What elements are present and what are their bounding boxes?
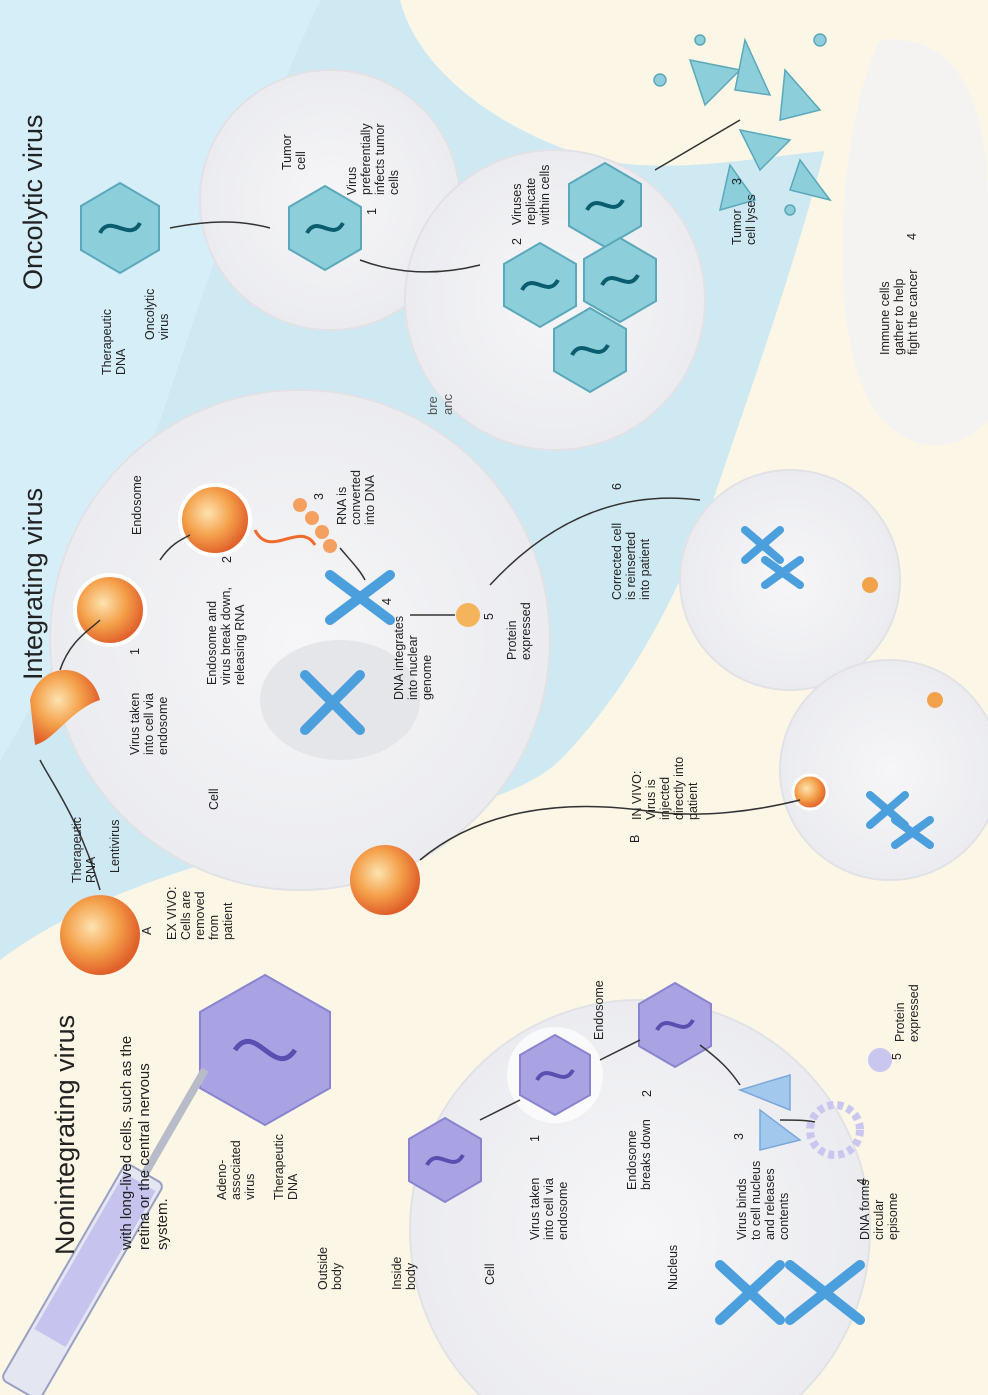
title-nonintegrating: Nonintegrating virus xyxy=(50,1015,81,1255)
outside-body-label: Outside body xyxy=(316,1247,344,1290)
protein-5-nonintegrating xyxy=(868,1048,892,1072)
nonint-step-5-text: Protein expressed xyxy=(893,984,921,1042)
integrating-cell-label: Cell xyxy=(207,788,221,810)
int-step-2-text: Endosome and virus break down, releasing… xyxy=(205,587,247,685)
int-step-4-text: DNA integrates into nuclear genome xyxy=(392,616,434,700)
protein-corrected-cell xyxy=(862,577,878,593)
onc-step-2-num: 2 xyxy=(510,238,524,245)
in-vivo-text: IN VIVO: Virus is injected directly into… xyxy=(630,757,700,820)
therapeutic-rna-label: Therapeutic RNA xyxy=(70,817,98,883)
virus-entering-cell-in-vivo xyxy=(793,775,827,809)
nonint-step-4-text: DNA forms circular episome xyxy=(858,1180,900,1240)
title-integrating: Integrating virus xyxy=(18,488,49,680)
onc-step-3-num: 3 xyxy=(730,178,744,185)
nonintegrating-main-cell xyxy=(410,1000,870,1395)
inside-body-label: Inside body xyxy=(390,1257,418,1290)
nonint-step-1-num: 1 xyxy=(528,1135,542,1142)
nonint-step-2-text: Endosome breaks down xyxy=(625,1119,653,1190)
nonintegrating-endosome-label: Endosome xyxy=(592,980,606,1040)
cut-off-text: bre anc xyxy=(425,394,455,415)
oncolytic-dna-label: Therapeutic DNA xyxy=(100,309,128,375)
integrating-invivo-cell xyxy=(780,660,988,880)
aav-label: Adeno- associated virus xyxy=(215,1140,257,1200)
nonint-step-1-text: Virus taken into cell via endosome xyxy=(528,1178,570,1240)
in-vivo-marker: B xyxy=(628,835,642,843)
onc-step-2-text: Viruses replicate within cells xyxy=(510,165,552,225)
lentivirus-ex-vivo xyxy=(60,895,140,975)
nonint-step-5-num: 5 xyxy=(890,1053,904,1060)
oncolytic-virus-label: Oncolytic virus xyxy=(143,289,171,340)
ex-vivo-text: EX VIVO: Cells are removed from patient xyxy=(165,887,235,941)
ex-vivo-marker: A xyxy=(140,927,154,935)
onc-step-3-text: Tumor cell lyses xyxy=(730,194,758,245)
tumor-cell-label: Tumor cell xyxy=(280,134,308,170)
nonintegrating-cell-label: Cell xyxy=(483,1263,497,1285)
nucleus-label: Nucleus xyxy=(666,1245,680,1290)
nonint-step-3-text: Virus binds to cell nucleus and releases… xyxy=(735,1161,791,1240)
int-step-6-text: Corrected cell is reinserted into patien… xyxy=(610,523,652,600)
onc-step-4-text: Immune cells gather to help fight the ca… xyxy=(878,270,920,355)
aav-2 xyxy=(507,1027,603,1123)
protein-in-vivo-cell xyxy=(927,692,943,708)
lentivirus-endosome-2 xyxy=(180,485,250,555)
onc-step-4-num: 4 xyxy=(905,233,919,240)
therapeutic-dna-label-aav: Therapeutic DNA xyxy=(272,1134,300,1200)
nonintegrating-intro: with long-lived cells, such as the retin… xyxy=(118,1036,172,1250)
int-step-2-num: 2 xyxy=(220,556,234,563)
protein-5-integrating xyxy=(456,603,480,627)
int-step-5-text: Protein expressed xyxy=(505,602,533,660)
title-oncolytic: Oncolytic virus xyxy=(18,114,49,290)
lentivirus-in-vivo xyxy=(350,845,420,915)
int-step-1-num: 1 xyxy=(128,648,142,655)
immune-cell-shadow xyxy=(843,39,988,445)
lentivirus-label: Lentivirus xyxy=(108,820,122,874)
int-step-4-num: 4 xyxy=(380,598,394,605)
nonint-step-2-num: 2 xyxy=(640,1090,654,1097)
int-step-3-text: RNA is converted into DNA xyxy=(335,470,377,525)
integrating-endosome-label: Endosome xyxy=(130,475,144,535)
nonint-step-3-num: 3 xyxy=(732,1133,746,1140)
int-step-1-text: Virus taken into cell via endosome xyxy=(128,693,170,755)
int-step-6-num: 6 xyxy=(610,483,624,490)
onc-step-1-num: 1 xyxy=(365,208,379,215)
int-step-5-num: 5 xyxy=(482,613,496,620)
onc-step-1-text: Virus preferentially infects tumor cells xyxy=(345,123,401,195)
int-step-3-num: 3 xyxy=(312,493,326,500)
lentivirus-endosome-1 xyxy=(75,575,145,645)
